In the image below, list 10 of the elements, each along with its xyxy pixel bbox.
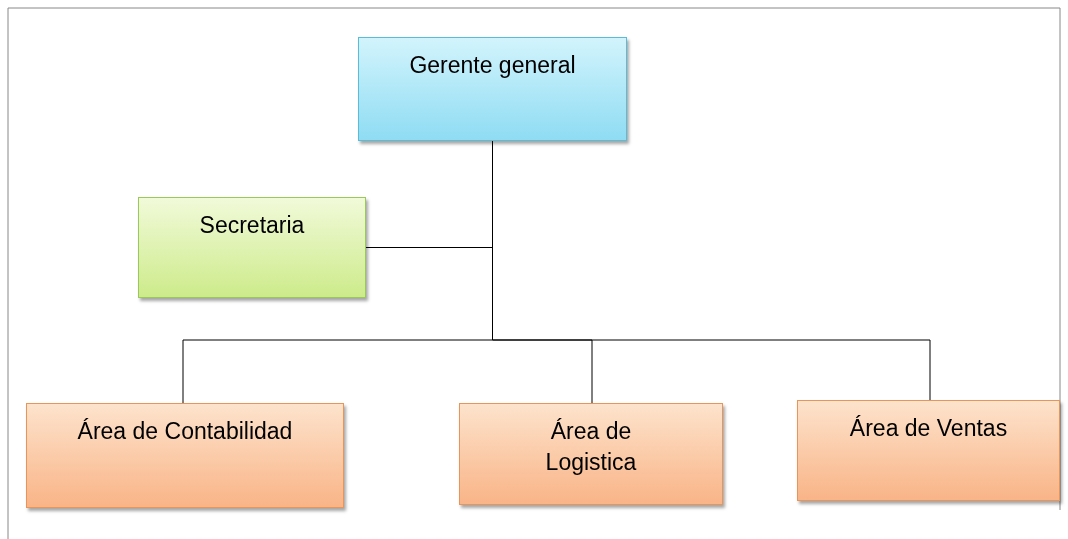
box-label: Área de Ventas (849, 414, 1008, 443)
org-box (138, 197, 366, 298)
box-label: Gerente general (409, 51, 576, 80)
org-box (459, 403, 723, 505)
org-box (358, 37, 627, 141)
org-box (26, 403, 344, 508)
box-label: Área de Logistica (544, 417, 638, 478)
org-box (797, 400, 1060, 501)
box-label: Área de Contabilidad (77, 417, 293, 446)
box-label: Secretaria (199, 211, 305, 240)
